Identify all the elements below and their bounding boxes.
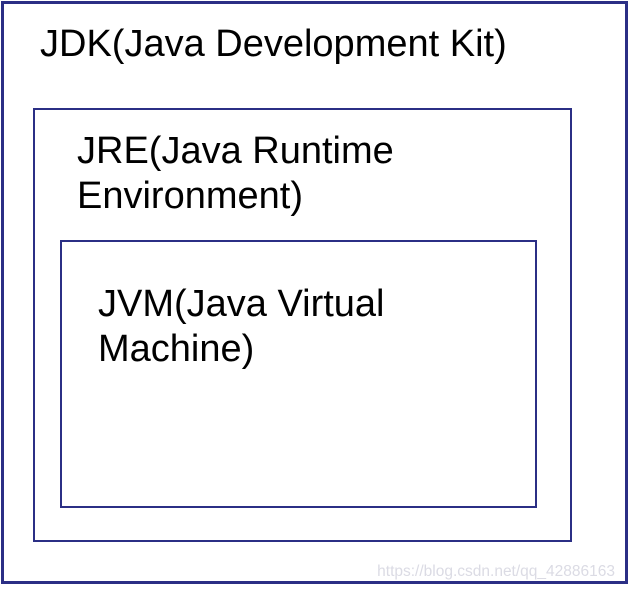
jvm-label-line2: Machine) <box>98 328 255 370</box>
jre-label: JRE(Java Runtime Environment) <box>77 129 394 219</box>
jvm-box: JVM(Java Virtual Machine) <box>60 240 537 508</box>
jvm-label: JVM(Java Virtual Machine) <box>98 282 385 372</box>
csdn-watermark: https://blog.csdn.net/qq_42886163 <box>377 563 615 580</box>
jvm-label-line1: JVM(Java Virtual <box>98 283 385 325</box>
jre-label-line1: JRE(Java Runtime <box>77 130 394 172</box>
jre-label-line2: Environment) <box>77 175 303 217</box>
jdk-label: JDK(Java Development Kit) <box>40 23 507 65</box>
jre-box: JRE(Java Runtime Environment) JVM(Java V… <box>33 108 572 542</box>
